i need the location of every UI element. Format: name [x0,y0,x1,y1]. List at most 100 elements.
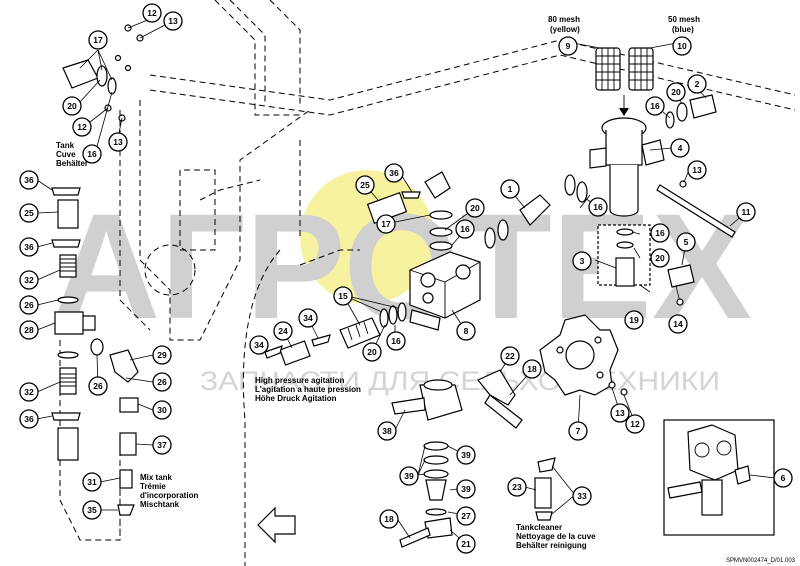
callout-34: 34 [298,308,318,328]
mix-tank-line3: d'incorporation [140,491,198,500]
mix-tank-line1: Mix tank [140,473,173,482]
callout-36: 36 [19,409,39,429]
callout-32: 32 [19,382,39,402]
callout-13: 13 [687,160,707,180]
svg-text:8: 8 [464,326,469,336]
svg-text:16: 16 [460,224,470,234]
mesh-80-label-line1: 80 mesh [548,15,580,24]
callout-14: 14 [668,314,688,334]
svg-text:12: 12 [77,122,87,132]
svg-text:10: 10 [677,41,687,51]
plate-hole-b [594,336,602,344]
elbow-fitting-left [62,59,99,89]
svg-text:6: 6 [781,473,786,483]
nut-13d [608,381,616,389]
svg-text:16: 16 [655,228,665,238]
callout-16: 16 [650,223,670,243]
mounting-plate-7 [539,314,628,396]
oring-16c [484,227,496,249]
agitation-valve-assembly [391,369,523,548]
callout-15: 15 [333,286,353,306]
plate-hole-c [596,371,604,379]
svg-text:38: 38 [382,426,392,436]
hose-25b [57,427,79,461]
svg-text:33: 33 [577,491,587,501]
callout-2: 2 [687,74,707,94]
svg-text:27: 27 [461,511,471,521]
callout-26: 26 [152,372,172,392]
svg-text:21: 21 [461,539,471,549]
oring-17b [429,210,453,220]
filter-inlet [589,147,607,169]
fitting-37 [119,432,137,456]
svg-text:35: 35 [87,505,97,515]
nut-13c [679,180,687,188]
elbow-29 [109,349,139,383]
callout-38: 38 [377,421,397,441]
oring-27 [425,508,447,516]
oring-39a [423,441,449,451]
svg-text:13: 13 [692,165,702,175]
svg-text:22: 22 [505,351,515,361]
callout-6: 6 [773,468,793,488]
valve-38-lever [391,397,426,415]
callout-20: 20 [465,198,485,218]
hp-agitation-line3: Höhe Druck Agitation [255,394,337,403]
svg-text:30: 30 [157,405,167,415]
mesh-50-label-line2: (blue) [672,25,694,34]
oring-26b [57,351,79,359]
callout-20: 20 [362,342,382,362]
oring-16b [576,181,588,203]
svg-text:7: 7 [576,426,581,436]
valve-body-3 [615,257,635,287]
fitting-30 [119,397,139,413]
svg-text:31: 31 [87,477,97,487]
callout-12: 12 [625,414,645,434]
svg-text:26: 26 [157,377,167,387]
mesh-80-label-line2: (yellow) [550,25,580,34]
main-valve-body [264,171,551,366]
oring-20b [676,102,688,122]
callout-26: 26 [88,376,108,396]
mix-tank-line4: Mischtank [140,500,180,509]
svg-text:11: 11 [742,207,751,217]
svg-text:28: 28 [24,325,34,335]
callout-28: 28 [19,320,39,340]
hose-clamp-34b [264,345,283,359]
callout-25: 25 [19,203,39,223]
callout-16: 16 [386,331,406,351]
callout-22: 22 [500,346,520,366]
svg-text:5: 5 [684,237,689,247]
filter-bowl [609,165,639,217]
oring-15-low [397,302,407,322]
svg-text:20: 20 [367,347,377,357]
bolt-11 [656,184,736,238]
oring-20d [429,227,453,237]
nut-12c [620,388,628,396]
svg-text:20: 20 [67,101,77,111]
svg-text:19: 19 [629,315,639,325]
tee-28 [54,311,96,335]
callouts: 12 13 17 20 12 13 16 9 10 16 20 2 4 13 1… [19,3,793,554]
bolt-head-b [124,64,132,72]
oring-39c [423,469,449,479]
svg-text:20: 20 [655,253,665,263]
lever-18a [484,394,523,429]
callout-10: 10 [672,36,692,56]
callout-36: 36 [19,237,39,257]
callout-36: 36 [384,163,404,183]
callout-31: 31 [82,472,102,492]
top-left-fittings [62,24,144,122]
washer-12a [107,77,117,95]
mix-tank-line2: Trémie [140,482,166,491]
svg-text:17: 17 [381,219,391,229]
svg-text:16: 16 [391,336,401,346]
svg-text:32: 32 [24,275,34,285]
valve-port-b [455,264,471,280]
svg-text:39: 39 [461,484,471,494]
svg-text:36: 36 [389,168,399,178]
oring-16-low [388,305,398,325]
svg-text:12: 12 [630,419,640,429]
callout-39: 39 [399,466,419,486]
